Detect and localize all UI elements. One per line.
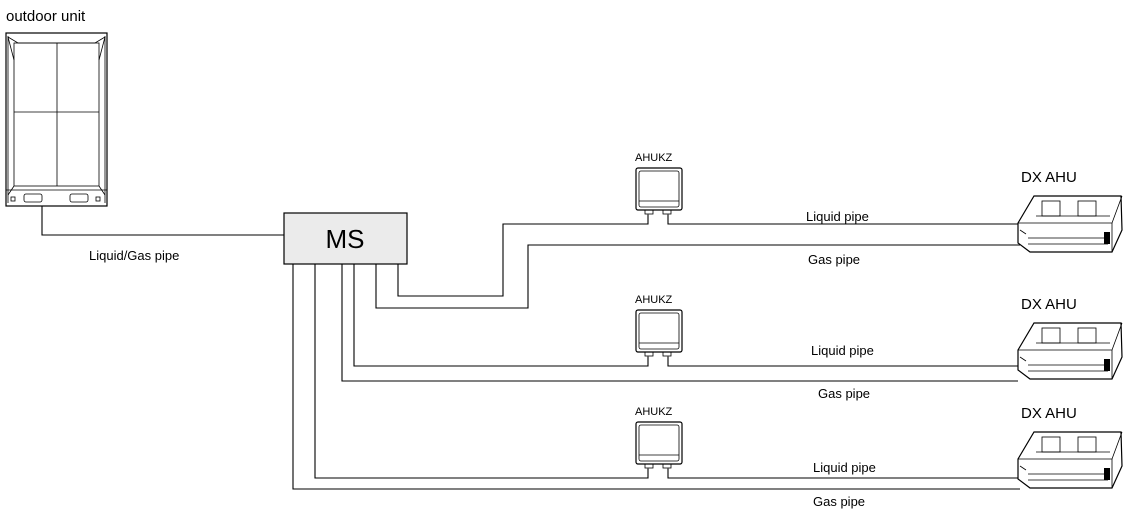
dx-ahu-1: DX AHU xyxy=(1017,169,1123,253)
ahukz-label-2: AHUKZ xyxy=(635,294,673,306)
outdoor-unit-label: outdoor unit xyxy=(6,8,86,25)
main-pipe xyxy=(41,206,284,236)
ahukz-label-1: AHUKZ xyxy=(635,152,673,164)
ahukz-label-3: AHUKZ xyxy=(635,406,673,418)
branch-3-liquid-label: Liquid pipe xyxy=(813,460,876,475)
branch-3-gas-pipe xyxy=(292,264,1020,490)
dx-ahu-2: DX AHU xyxy=(1017,296,1123,380)
dx-ahu-label-3: DX AHU xyxy=(1021,405,1077,422)
dx-ahu-label-1: DX AHU xyxy=(1021,169,1077,186)
controller-box-icon xyxy=(635,167,683,217)
controller-box-icon xyxy=(635,309,683,359)
branch-1-liquid-pipe-to-ahu xyxy=(667,215,1020,225)
branch-1-gas-pipe xyxy=(375,244,1020,309)
branch-2-liquid-pipe xyxy=(353,264,649,367)
ahukz-controller-3: AHUKZ xyxy=(635,406,683,471)
ahukz-controller-1: AHUKZ xyxy=(635,152,683,217)
dx-ahu-3: DX AHU xyxy=(1017,405,1123,489)
branch-1-liquid-label: Liquid pipe xyxy=(806,209,869,224)
branch-2-gas-label: Gas pipe xyxy=(818,386,870,401)
ahu-unit-icon xyxy=(1017,431,1123,489)
ms-box-label: MS xyxy=(326,224,365,254)
main-pipe-label: Liquid/Gas pipe xyxy=(89,248,179,263)
ahu-unit-icon xyxy=(1017,195,1123,253)
branch-2-gas-pipe xyxy=(341,264,1018,382)
dx-ahu-label-2: DX AHU xyxy=(1021,296,1077,313)
outdoor-unit-icon xyxy=(5,32,108,207)
ms-box xyxy=(283,212,408,265)
controller-box-icon xyxy=(635,421,683,471)
branch-2-liquid-label: Liquid pipe xyxy=(811,343,874,358)
branch-3-gas-label: Gas pipe xyxy=(813,494,865,509)
ahukz-controller-2: AHUKZ xyxy=(635,294,683,359)
branch-3-liquid-pipe-to-ahu xyxy=(667,469,1020,479)
branch-1-gas-label: Gas pipe xyxy=(808,252,860,267)
branch-1-liquid-pipe xyxy=(397,215,649,297)
ahu-unit-icon xyxy=(1017,322,1123,380)
branch-3-liquid-pipe xyxy=(314,264,649,479)
branch-2-liquid-pipe-to-ahu xyxy=(667,357,1018,367)
